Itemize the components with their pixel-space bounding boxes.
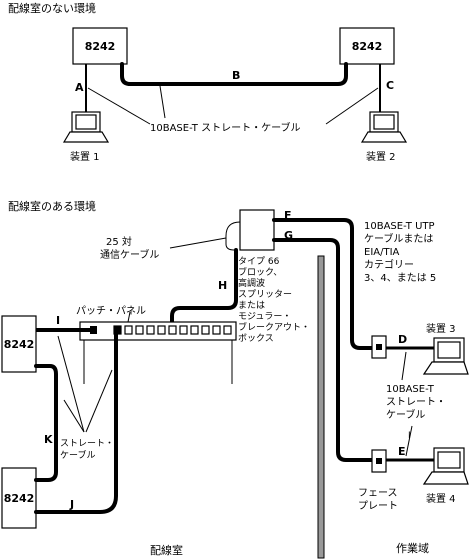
device-3-label: 装置 3	[426, 322, 456, 335]
patch-port-active-2	[114, 326, 121, 334]
work-area-label: 作業域	[396, 542, 429, 555]
cable-letter-g: G	[284, 229, 293, 242]
faceplate-lower-jack	[376, 458, 382, 464]
workstation-1-icon	[62, 111, 110, 143]
hub-left-lower	[1, 467, 37, 529]
device-2-label: 装置 2	[366, 150, 396, 163]
pointer-c	[325, 87, 379, 125]
cable-letter-d: D	[398, 333, 407, 346]
pointer-straight-3	[85, 369, 113, 433]
cable-letter-f: F	[284, 209, 292, 222]
utp-line-5: 3、4、または 5	[364, 272, 436, 284]
type66-line-2: ブロック、	[238, 266, 282, 278]
type66-line-8: ボックス	[238, 333, 274, 344]
pointer-mark-right: I	[408, 431, 411, 441]
cable-letter-k: K	[44, 433, 53, 446]
device-4-label: 装置 4	[426, 492, 456, 505]
pointer-straight-right-d	[401, 351, 407, 381]
cable-letter-e: E	[398, 445, 406, 458]
patch-panel-label: パッチ・パネル	[76, 305, 146, 317]
faceplate-label-2: プレート	[358, 500, 398, 512]
section-title-top: 配線室のない環境	[8, 1, 96, 15]
type66-line-1: タイプ 66	[238, 256, 280, 267]
pointer-b	[159, 85, 166, 119]
hub-top-left	[72, 27, 128, 65]
faceplate-upper-jack	[376, 344, 382, 350]
hub-top-left-label: 8242	[85, 40, 116, 53]
pointer-straight-1	[57, 335, 85, 433]
straight-right-line-1: 10BASE-T	[386, 384, 435, 395]
block-cable-loop	[225, 221, 241, 251]
section-title-bottom: 配線室のある環境	[8, 199, 96, 213]
cable-j	[34, 332, 118, 514]
straight-left-line-1: ストレート・	[60, 439, 114, 449]
utp-line-4: カテゴリー	[364, 258, 414, 271]
utp-line-2: ケーブルまたは	[364, 232, 433, 245]
pointer-25pair	[169, 237, 227, 249]
cable-letter-a: A	[75, 81, 84, 94]
hub-left-upper-label: 8242	[4, 338, 35, 351]
pointer-straight-right-e	[405, 425, 413, 457]
cable-letter-c: C	[386, 79, 394, 92]
top-cable-label: 10BASE-T ストレート・ケーブル	[150, 121, 300, 134]
straight-right-line-2: ストレート・	[386, 397, 446, 408]
device-1-label: 装置 1	[70, 150, 100, 163]
label-25pair-1: 25 対	[106, 235, 132, 248]
workstation-4-icon	[422, 447, 469, 485]
cable-k	[34, 364, 58, 482]
type66-line-3: 高調波	[238, 277, 265, 289]
pointer-straight-2	[63, 399, 85, 433]
hub-top-right	[339, 27, 395, 65]
cable-letter-i: I	[56, 314, 60, 327]
cable-g	[272, 238, 380, 462]
patch-port-active-1	[90, 326, 97, 334]
type66-line-4: スプリッター	[238, 289, 292, 300]
workstation-3-icon	[422, 337, 469, 375]
patch-panel-pointer	[127, 311, 131, 323]
punchdown-block	[239, 209, 275, 251]
hub-left-lower-label: 8242	[4, 492, 35, 505]
cable-h	[170, 248, 238, 324]
cable-letter-h: H	[218, 279, 227, 292]
hub-left-upper	[1, 315, 37, 373]
cable-letter-b: B	[232, 69, 240, 82]
label-25pair-2: 通信ケーブル	[100, 248, 159, 261]
utp-line-3: EIA/TIA	[364, 247, 400, 258]
type66-line-5: または	[238, 300, 265, 311]
wall-divider	[317, 255, 325, 559]
type66-line-6: モジュラー・	[238, 311, 291, 322]
hub-top-right-label: 8242	[352, 40, 383, 53]
utp-line-1: 10BASE-T UTP	[364, 221, 435, 232]
cable-letter-j: J	[69, 498, 74, 511]
cable-f	[272, 218, 380, 350]
faceplate-label-1: フェース	[358, 488, 398, 499]
cable-b	[120, 62, 348, 86]
workstation-2-icon	[360, 111, 408, 143]
pointer-a	[87, 87, 151, 125]
patch-panel-ports	[113, 325, 232, 335]
straight-left-line-2: ケーブル	[60, 449, 95, 461]
wiring-room-label: 配線室	[150, 543, 183, 557]
straight-right-line-3: ケーブル	[386, 408, 425, 421]
type66-line-7: ブレークアウト・	[238, 321, 310, 333]
